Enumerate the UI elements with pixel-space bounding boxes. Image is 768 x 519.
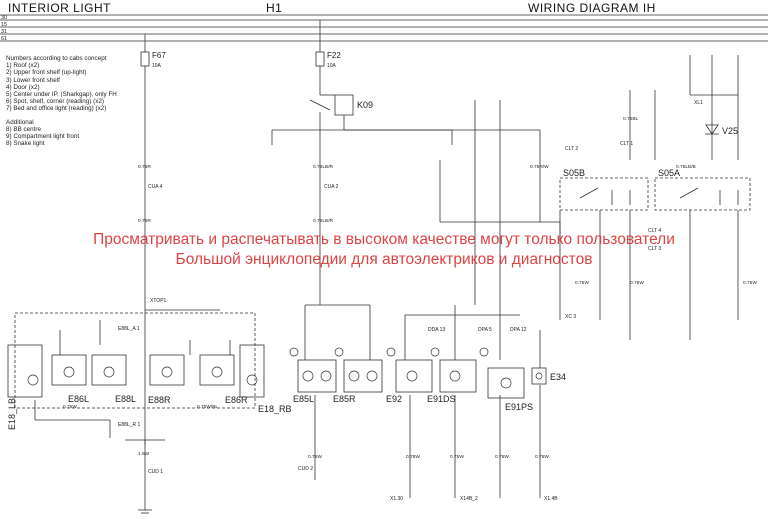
wire-label: 0.75R — [138, 218, 151, 224]
legend-intro: Numbers according to cabs concept — [6, 55, 107, 62]
connector-label: DPA 12 — [510, 327, 527, 333]
connector-label: E88L_R 1 — [118, 422, 140, 428]
connector-label: X1.30 — [390, 496, 403, 502]
wire-label: 0.75W — [630, 280, 644, 286]
legend: Numbers according to cabs concept 1) Roo… — [6, 55, 117, 147]
legend-item: 6) Spot, shelf, corner (reading) (x2) — [6, 98, 104, 106]
connector-label: DDA 13 — [428, 327, 445, 333]
connector-label: CLT 3 — [648, 246, 661, 252]
legend-item: 9) Compartment light front — [6, 133, 80, 141]
fuse-label: F22 — [327, 51, 341, 60]
right-title: WIRING DIAGRAM IH — [528, 1, 656, 15]
legend-item: 5) Center under IP, (Sharkgap), only FH — [6, 91, 117, 99]
component-label: E18_LB — [7, 398, 17, 430]
connector-label: X1.4B — [544, 496, 558, 502]
component-label: E86L — [68, 394, 89, 404]
connector-label: CUD 2 — [298, 466, 313, 472]
relay-label: K09 — [357, 100, 373, 110]
wire-label: 0.75W — [495, 454, 509, 460]
component-label: E18_RB — [258, 404, 292, 414]
wire-label: 0.75LB/B — [676, 164, 696, 170]
connector-label: X14B_2 — [460, 496, 478, 502]
component-label: E91PS — [505, 402, 533, 412]
watermark-line: Просматривать и распечатывать в высоком … — [93, 231, 675, 248]
connector-label: CUA 2 — [324, 184, 339, 190]
fuse-label: F67 — [152, 51, 166, 60]
wire-label: 0.75W/BL — [197, 404, 218, 410]
wire-label: 0.75W — [575, 280, 589, 286]
wire-label: 1.5W — [138, 451, 150, 457]
legend-item: 3) Lower front shelf — [6, 76, 60, 84]
wire-label: 0.75BL — [623, 116, 639, 122]
rail-label: 15 — [1, 22, 7, 28]
wire-label: 0.75W — [450, 454, 464, 460]
component-label: E86R — [225, 395, 248, 405]
wire-label: 0.75R — [138, 164, 151, 170]
wire-label: 0.75R/W — [530, 164, 549, 170]
component-label: E92 — [386, 394, 402, 404]
connector-label: E88L_A 1 — [118, 326, 140, 332]
component-label: E88R — [148, 395, 171, 405]
connector-label: XTOP1 — [150, 298, 167, 304]
legend-item: 2) Upper front shelf (up-light) — [6, 69, 87, 77]
component-label: E34 — [550, 372, 566, 382]
component-label: V25 — [722, 126, 738, 136]
watermark-line: Большой энциклопедии для автоэлектриков … — [175, 251, 593, 268]
component-label: E91DS — [427, 394, 456, 404]
legend-item: 7) Bed and office light (reading) (x2) — [6, 105, 107, 113]
fuse-rating: 10A — [152, 63, 162, 69]
left-title: INTERIOR LIGHT — [8, 1, 112, 15]
wire-label: 0.75W — [535, 454, 549, 460]
wire-label: 0.75W — [743, 280, 757, 286]
component-label: E88L — [115, 394, 136, 404]
wire-label: 0.75W — [406, 454, 420, 460]
rail-label: 31 — [1, 29, 7, 35]
component-label: S05A — [658, 168, 680, 178]
wire-label: 0.75LB/R — [313, 218, 334, 224]
connector-label: CLT 1 — [620, 141, 633, 147]
connector-label: CLT 2 — [565, 146, 578, 152]
fuse-rating: 10A — [327, 63, 337, 69]
connector-label: CUA 4 — [148, 184, 163, 190]
wire-label: 0.75LB/R — [313, 164, 334, 170]
component-label: E85L — [293, 394, 314, 404]
connector-label: DPA 5 — [478, 327, 492, 333]
legend-item: 4) Door (x2) — [6, 83, 40, 91]
component-label: XL1 — [694, 100, 703, 106]
connector-label: CUD 1 — [148, 469, 163, 475]
wire-label: 0.75W — [63, 404, 77, 410]
legend-additional-title: Additional — [6, 118, 34, 126]
connector-label: CLT 4 — [648, 228, 661, 234]
rail-label: 61 — [1, 36, 7, 42]
connector-label: XC 3 — [565, 314, 576, 320]
component-label: E85R — [333, 394, 356, 404]
legend-item: 8) Snake light — [6, 140, 45, 148]
center-title: H1 — [266, 1, 283, 15]
legend-item: 8) BB centre — [6, 125, 41, 133]
legend-item: 1) Roof (x2) — [6, 62, 40, 70]
wire-label: 0.75W — [308, 454, 322, 460]
component-label: S05B — [563, 168, 585, 178]
rail-label: 30 — [1, 15, 7, 21]
